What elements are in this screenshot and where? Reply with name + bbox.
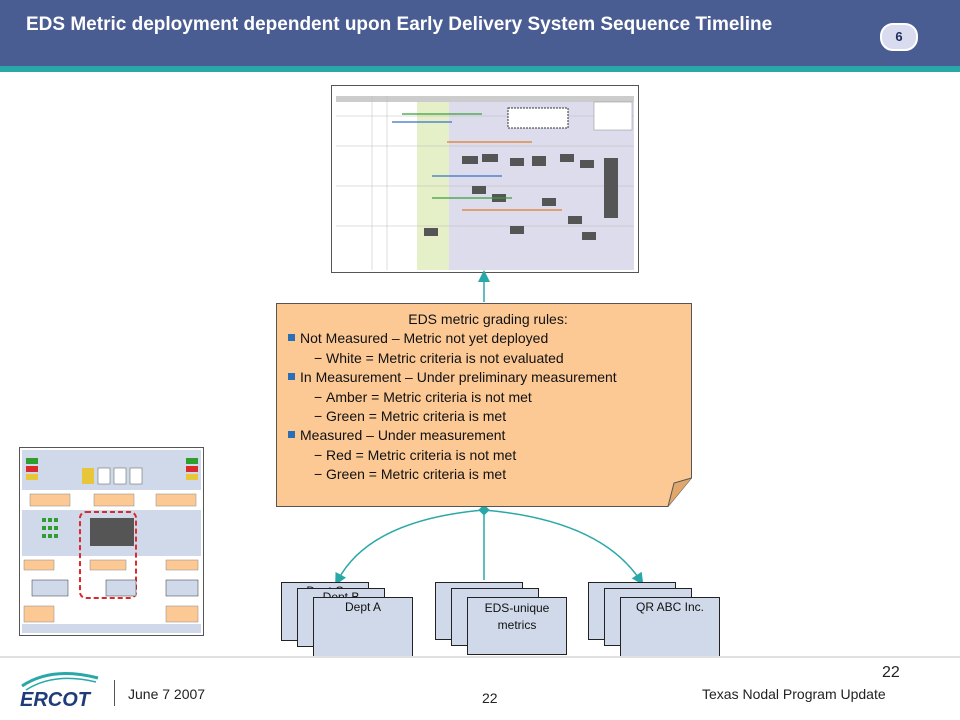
- rule-white: −White = Metric criteria is not evaluate…: [288, 349, 688, 368]
- doc-qr-abc: QR ABC Inc.: [620, 597, 720, 657]
- footer-page-number-top: 22: [882, 664, 900, 681]
- dash-icon: −: [314, 408, 323, 425]
- rule-not-measured: Not Measured – Metric not yet deployed: [288, 329, 688, 348]
- page-title: EDS Metric deployment dependent upon Ear…: [26, 14, 773, 35]
- dash-icon: −: [314, 388, 323, 405]
- dash-icon: −: [314, 446, 323, 463]
- ercot-logo-icon: ERCOT: [20, 672, 99, 711]
- dash-icon: −: [314, 349, 323, 366]
- timeline-thumbnail: [331, 85, 639, 273]
- rules-heading: EDS metric grading rules:: [408, 311, 568, 327]
- timeline-graphic: [336, 96, 634, 270]
- bullet-square-icon: [288, 431, 295, 439]
- svg-text:ERCOT: ERCOT: [20, 689, 92, 710]
- dashboard-thumbnail: [19, 447, 204, 636]
- slide-badge: 6: [880, 23, 918, 51]
- rule-red: −Red = Metric criteria is not met: [288, 446, 688, 465]
- doc-dept-a: Dept A: [313, 597, 413, 657]
- rule-measured: Measured – Under measurement: [288, 426, 688, 445]
- bullet-square-icon: [288, 373, 295, 381]
- grading-rules: EDS metric grading rules: Not Measured –…: [288, 310, 688, 485]
- footer-program: Texas Nodal Program Update: [702, 686, 886, 702]
- rule-green-measured: −Green = Metric criteria is met: [288, 465, 688, 484]
- ercot-logo: ERCOT: [12, 668, 102, 711]
- rule-amber: −Amber = Metric criteria is not met: [288, 388, 688, 407]
- footer-divider: [114, 680, 115, 706]
- bullet-square-icon: [288, 334, 295, 342]
- rules-callout-box: [276, 303, 692, 507]
- footer-rule: [0, 656, 960, 658]
- title-bar: [0, 0, 960, 66]
- dash-icon: −: [314, 466, 323, 483]
- footer-date: June 7 2007: [128, 686, 206, 702]
- title-underline: [0, 66, 960, 72]
- footer-page-number: 22: [482, 690, 498, 706]
- dashboard-graphic: [22, 450, 201, 633]
- doc-eds-unique: EDS-unique metrics: [467, 597, 567, 655]
- rule-green-prelim: −Green = Metric criteria is met: [288, 407, 688, 426]
- rule-in-measurement: In Measurement – Under preliminary measu…: [288, 368, 688, 387]
